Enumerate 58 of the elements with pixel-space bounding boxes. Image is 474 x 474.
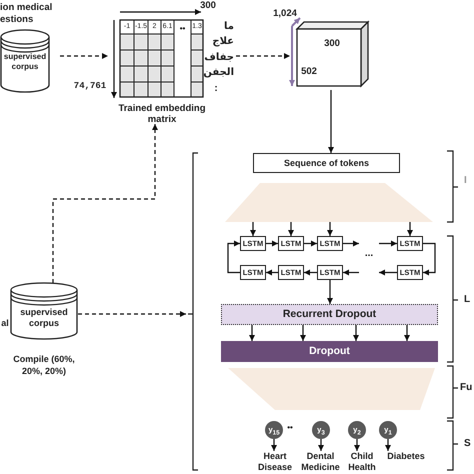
class-label: Dental Medicine: [298, 451, 343, 473]
arrow: [304, 240, 317, 246]
dimension-label: 502: [300, 66, 318, 78]
side-label: Fu: [460, 382, 474, 394]
corpus-label: supervised corpus: [2, 52, 48, 72]
token-word: الجفن: [206, 67, 234, 79]
arrow: [379, 270, 397, 276]
arrow: [318, 439, 324, 451]
arrow: [379, 240, 397, 246]
matrix-caption: Trained embedding matrix: [117, 103, 207, 125]
dashed-arrow: [236, 53, 290, 59]
dashed-arrow: [78, 311, 186, 317]
dimension-label: 74,761: [72, 81, 108, 92]
arrow: [266, 270, 278, 276]
arrow: [227, 240, 240, 274]
dimension-label: 300: [323, 38, 341, 50]
side-label: S: [464, 438, 472, 450]
arrow: [288, 222, 294, 236]
arrow: [266, 240, 278, 246]
arrow: [304, 270, 317, 276]
dropout-layer: Dropout: [221, 341, 438, 362]
arrow: [343, 270, 359, 276]
ellipsis: ••: [178, 24, 186, 34]
arrow: [327, 222, 333, 236]
dashed-arrow: [52, 124, 158, 283]
side-label: I: [464, 175, 468, 187]
arrow: [327, 280, 333, 304]
ellipsis: :: [213, 83, 219, 95]
class-label: Heart Disease: [253, 451, 297, 473]
sequence-box: Sequence of tokens: [253, 153, 400, 173]
arrow: [271, 439, 277, 451]
dimension-label: 1,024: [272, 8, 298, 20]
corpus-title: ion medical estions: [0, 2, 54, 26]
token-word: علاج: [211, 36, 234, 48]
class-label: Child Health: [345, 451, 379, 473]
arrow: [343, 240, 359, 246]
arrow: [423, 242, 436, 276]
dashed-arrow: [60, 53, 108, 59]
arrow: [353, 325, 359, 341]
side-label: al: [0, 318, 10, 329]
corpus-label: supervised corpus: [19, 307, 69, 329]
arrow: [404, 325, 410, 341]
class-label: Diabetes: [384, 451, 428, 473]
arrow: [354, 439, 360, 451]
arrow: [300, 325, 306, 341]
compile-note: Compile (60%, 20%, 20%): [12, 353, 76, 377]
arrow: [249, 325, 255, 341]
arrow: [407, 222, 413, 236]
arrow: [250, 222, 256, 236]
recurrent-dropout-layer: Recurrent Dropout: [221, 304, 438, 325]
ellipsis: ...: [359, 236, 379, 280]
token-word: ما: [223, 21, 234, 33]
ellipsis: ••: [286, 423, 294, 433]
token-word: جفاف: [206, 52, 234, 64]
arrow: [328, 90, 334, 153]
arrow: [385, 439, 391, 451]
side-label: L: [464, 294, 472, 306]
dimension-label: 300: [199, 0, 217, 12]
